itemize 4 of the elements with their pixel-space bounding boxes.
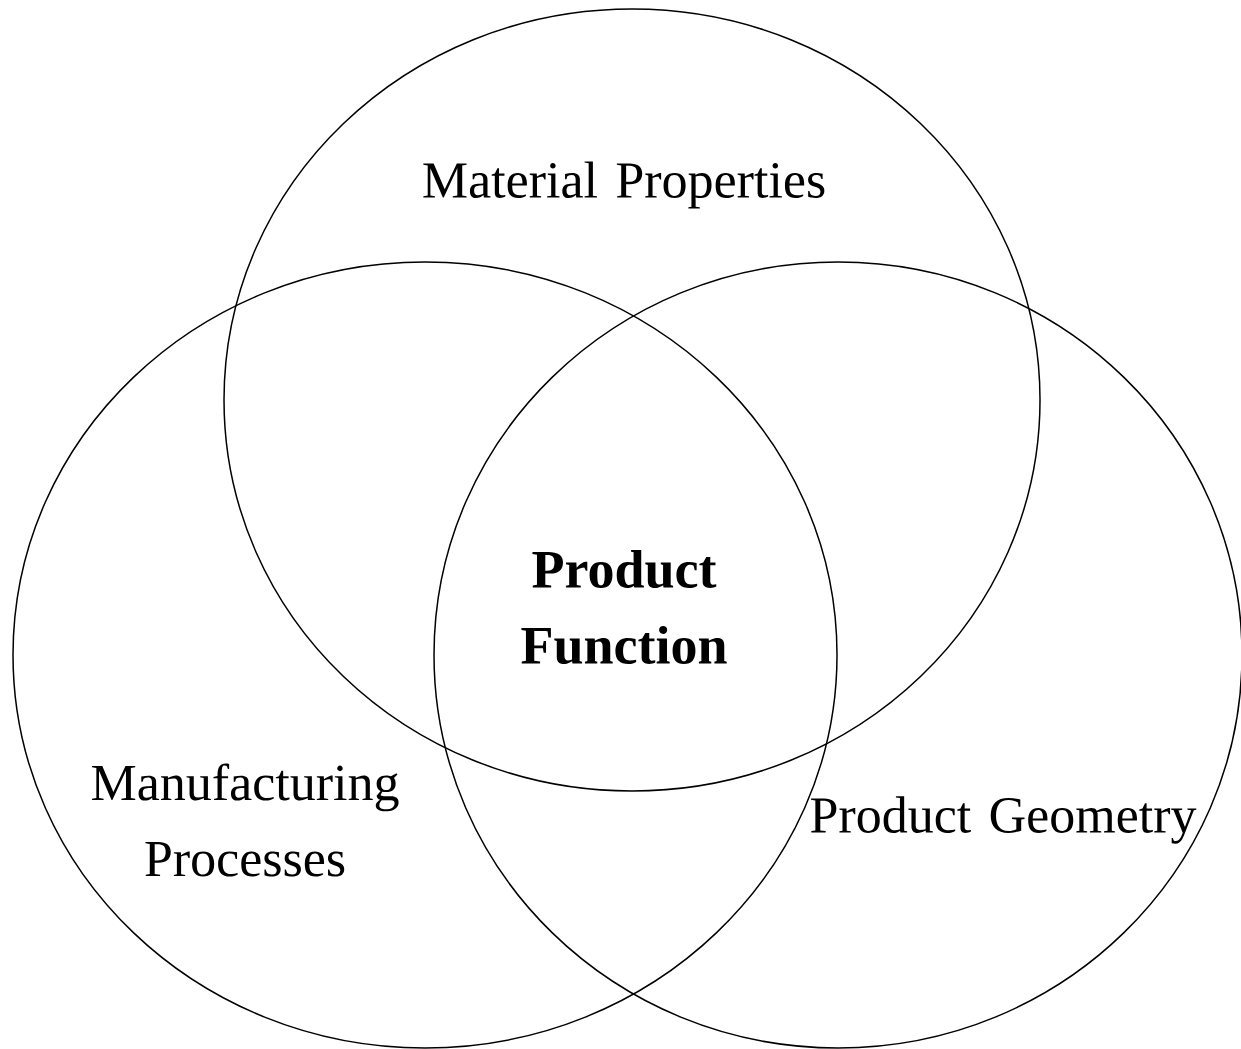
circle-label: Product Geometry <box>811 796 1197 844</box>
center-label: Product Function <box>521 549 727 665</box>
circle-label: Material Properties <box>423 161 825 209</box>
circle-label: Manufacturing Processes <box>92 763 399 877</box>
